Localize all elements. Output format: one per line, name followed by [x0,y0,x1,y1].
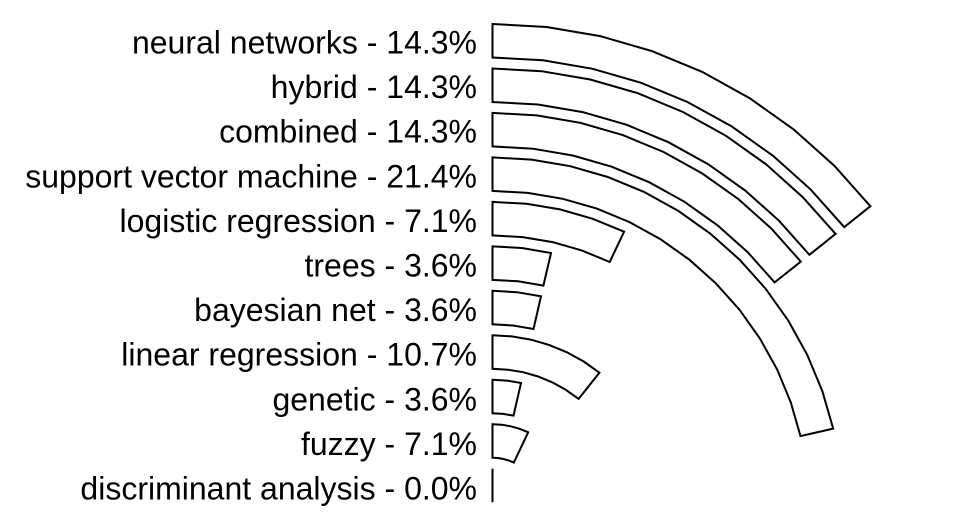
category-label-genetic: genetic - 3.6% [272,381,477,417]
arc-segment-support-vector-machine [491,156,835,438]
arc-segment-combined [491,111,803,284]
chart-row-neural-networks: neural networks - 14.3% [132,22,872,229]
chart-row-discriminant-analysis: discriminant analysis - 0.0% [80,468,494,507]
category-label-trees: trees - 3.6% [304,248,477,284]
chart-row-logistic-regression: logistic regression - 7.1% [120,200,626,264]
chart-row-bayesian-net: bayesian net - 3.6% [194,289,543,331]
category-label-support-vector-machine: support vector machine - 21.4% [25,158,477,194]
category-label-combined: combined - 14.3% [219,114,477,150]
category-label-bayesian-net: bayesian net - 3.6% [194,292,477,328]
chart-row-linear-regression: linear regression - 10.7% [121,334,601,401]
arc-segment-fuzzy [491,423,530,464]
category-label-hybrid: hybrid - 14.3% [271,69,477,105]
category-label-fuzzy: fuzzy - 7.1% [301,426,477,462]
arc-segment-linear-regression [491,334,601,401]
category-label-linear-regression: linear regression - 10.7% [121,337,477,373]
arc-segment-bayesian-net [491,289,543,331]
category-label-discriminant-analysis: discriminant analysis - 0.0% [80,471,477,507]
category-label-logistic-regression: logistic regression - 7.1% [120,203,477,239]
chart-row-support-vector-machine: support vector machine - 21.4% [25,156,835,438]
chart-row-fuzzy: fuzzy - 7.1% [301,423,530,464]
arc-segment-logistic-regression [491,200,626,264]
arc-segment-genetic [491,378,523,417]
category-label-neural-networks: neural networks - 14.3% [132,25,477,61]
arc-segment-neural-networks [491,22,872,229]
chart-row-trees: trees - 3.6% [304,245,553,287]
chart-row-hybrid: hybrid - 14.3% [271,67,838,257]
chart-row-genetic: genetic - 3.6% [272,378,523,417]
arc-segment-hybrid [491,67,838,257]
chart-row-combined: combined - 14.3% [219,111,803,284]
arc-segment-trees [491,245,553,287]
